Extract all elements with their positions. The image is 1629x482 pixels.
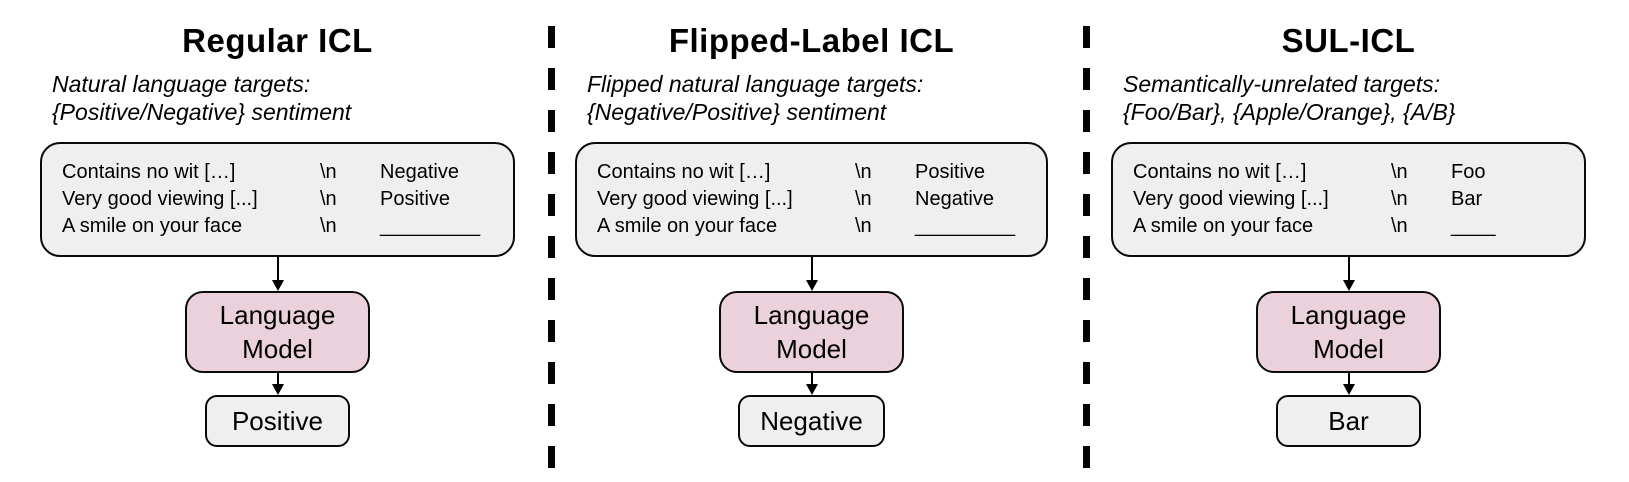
arrow-head	[1342, 384, 1355, 395]
example-target: Negative	[380, 161, 459, 183]
newline-token: \n	[855, 188, 872, 210]
example-sentence: Contains no wit […]	[1133, 161, 1307, 183]
panel-title: Regular ICL	[182, 22, 373, 59]
arrow-head	[805, 384, 818, 395]
example-row: A smile on your face \n _________	[62, 213, 495, 240]
example-sentence: A smile on your face	[597, 215, 778, 237]
model-output-box: Bar	[1276, 395, 1421, 447]
subtitle-line-1: Natural language targets:	[52, 71, 311, 97]
arrow-head	[271, 280, 284, 291]
subtitle-line-1: Flipped natural language targets:	[587, 71, 924, 97]
arrow-head	[1342, 280, 1355, 291]
newline-token: \n	[1391, 188, 1408, 210]
panel-sul-icl: SUL-ICL Semantically-unrelated targets: …	[1086, 0, 1629, 482]
subtitle-line-2: {Positive/Negative} sentiment	[52, 99, 352, 125]
example-target: Positive	[915, 161, 986, 183]
example-sentence: Contains no wit […]	[597, 161, 771, 183]
newline-token: \n	[320, 188, 337, 210]
panel-subtitle: Flipped natural language targets: {Negat…	[587, 70, 923, 126]
example-target: Bar	[1451, 188, 1483, 210]
example-target: Positive	[380, 188, 451, 210]
panel-subtitle: Natural language targets: {Positive/Nega…	[52, 70, 351, 126]
arrow-shaft	[1347, 373, 1350, 384]
example-target-blank: _________	[915, 215, 1016, 237]
down-arrow-icon	[1342, 373, 1355, 395]
language-model-box: Language Model	[1256, 291, 1441, 373]
newline-token: \n	[855, 215, 872, 237]
example-target-blank: _________	[380, 215, 481, 237]
example-row: Very good viewing [...] \n Negative	[597, 186, 1028, 213]
down-arrow-icon	[271, 257, 284, 291]
newline-token: \n	[320, 161, 337, 183]
down-arrow-icon	[271, 373, 284, 395]
example-row: Very good viewing [...] \n Bar	[1133, 186, 1566, 213]
dashed-divider	[548, 26, 555, 472]
example-row: A smile on your face \n ____	[1133, 213, 1566, 240]
example-row: A smile on your face \n _________	[597, 213, 1028, 240]
newline-token: \n	[1391, 161, 1408, 183]
example-prompt-box: Contains no wit […] \n Foo Very good vie…	[1111, 142, 1586, 257]
panel-title: SUL-ICL	[1281, 22, 1416, 59]
example-sentence: A smile on your face	[62, 215, 243, 237]
example-target-blank: ____	[1451, 215, 1496, 237]
example-row: Contains no wit […] \n Positive	[597, 159, 1028, 186]
arrow-shaft	[276, 257, 279, 280]
panel-subtitle: Semantically-unrelated targets: {Foo/Bar…	[1123, 70, 1455, 126]
dashed-divider	[1083, 26, 1090, 472]
down-arrow-icon	[1342, 257, 1355, 291]
model-output-box: Positive	[205, 395, 350, 447]
arrow-head	[805, 280, 818, 291]
subtitle-line-2: {Negative/Positive} sentiment	[587, 99, 887, 125]
arrow-head	[271, 384, 284, 395]
subtitle-line-1: Semantically-unrelated targets:	[1123, 71, 1441, 97]
example-prompt-box: Contains no wit […] \n Positive Very goo…	[575, 142, 1048, 257]
arrow-shaft	[276, 373, 279, 384]
example-sentence: Very good viewing [...]	[62, 188, 258, 210]
example-row: Contains no wit […] \n Foo	[1133, 159, 1566, 186]
panel-title: Flipped-Label ICL	[668, 22, 955, 59]
newline-token: \n	[320, 215, 337, 237]
example-target: Negative	[915, 188, 994, 210]
newline-token: \n	[855, 161, 872, 183]
example-sentence: Very good viewing [...]	[1133, 188, 1329, 210]
model-output-box: Negative	[738, 395, 885, 447]
subtitle-line-2: {Foo/Bar}, {Apple/Orange}, {A/B}	[1123, 99, 1456, 125]
down-arrow-icon	[805, 257, 818, 291]
arrow-shaft	[810, 373, 813, 384]
example-sentence: A smile on your face	[1133, 215, 1314, 237]
panel-regular-icl: Regular ICL Natural language targets: {P…	[0, 0, 551, 482]
down-arrow-icon	[805, 373, 818, 395]
newline-token: \n	[1391, 215, 1408, 237]
arrow-shaft	[1347, 257, 1350, 280]
example-sentence: Very good viewing [...]	[597, 188, 793, 210]
language-model-box: Language Model	[719, 291, 904, 373]
example-target: Foo	[1451, 161, 1486, 183]
example-prompt-box: Contains no wit […] \n Negative Very goo…	[40, 142, 515, 257]
language-model-box: Language Model	[185, 291, 370, 373]
panel-flipped-label-icl: Flipped-Label ICL Flipped natural langua…	[551, 0, 1086, 482]
example-row: Contains no wit […] \n Negative	[62, 159, 495, 186]
example-sentence: Contains no wit […]	[62, 161, 236, 183]
arrow-shaft	[810, 257, 813, 280]
example-row: Very good viewing [...] \n Positive	[62, 186, 495, 213]
